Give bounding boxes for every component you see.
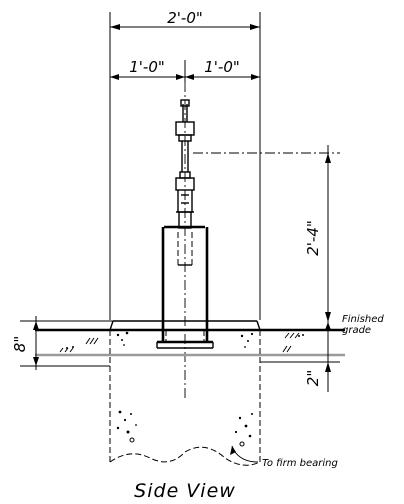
height-label: 2'-4" [304, 220, 322, 256]
foundation [35, 320, 345, 466]
right-depth-label: 2" [304, 370, 322, 386]
firm-bearing-text: To firm bearing [262, 458, 338, 469]
concrete-texture [116, 331, 254, 447]
earth-hatch [59, 332, 304, 353]
half-width-right-label: 1'-0" [204, 58, 240, 76]
finished-grade-text-line2: grade [342, 325, 371, 336]
half-width-dimensions: 1'-0" 1'-0" [110, 58, 260, 82]
overall-width-dimension: 2'-0" [109, 9, 261, 320]
right-depth-dimension: 2" [260, 322, 340, 392]
post-assembly [156, 99, 214, 349]
firm-bearing-note: To firm bearing [230, 445, 338, 469]
half-width-left-label: 1'-0" [129, 58, 165, 76]
finished-grade-note: Finished grade [342, 314, 384, 336]
overall-width-label: 2'-0" [167, 9, 203, 27]
left-depth-label: 8" [11, 336, 29, 352]
finished-grade-text-line1: Finished [342, 314, 384, 325]
height-dimension: 2'-4" [193, 145, 340, 322]
drawing-title: Side View [134, 480, 236, 502]
left-depth-dimension: 8" [11, 316, 113, 370]
